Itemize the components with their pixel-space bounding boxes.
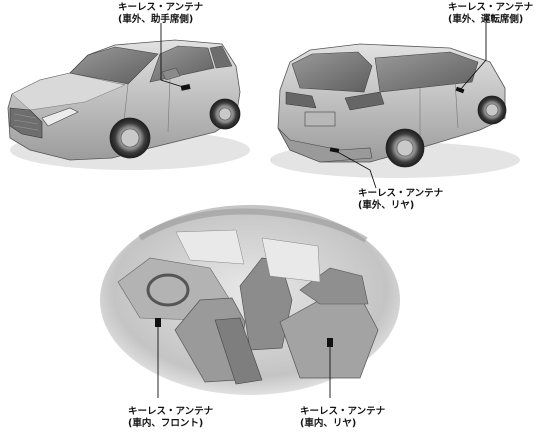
rear-vehicle-illustration [270, 23, 520, 189]
callout-interior-front-antenna: キーレス・アンテナ (車内、フロント) [128, 406, 213, 430]
callout-title: キーレス・アンテナ [448, 2, 534, 13]
callout-title: キーレス・アンテナ [300, 406, 386, 417]
callout-interior-rear-antenna: キーレス・アンテナ (車内、リヤ) [300, 406, 385, 430]
interior-cutaway-illustration [100, 205, 400, 398]
callout-location: (車外、運転席側) [448, 14, 524, 25]
callout-location: (車内、リヤ) [300, 418, 357, 429]
callout-rear-exterior-antenna: キーレス・アンテナ (車外、リヤ) [358, 188, 443, 212]
callout-front-passenger-antenna: キーレス・アンテナ (車外、助手席側) [118, 2, 203, 26]
callout-title: キーレス・アンテナ [128, 406, 214, 417]
callout-location: (車内、フロント) [128, 418, 204, 429]
front-vehicle-illustration [7, 23, 250, 170]
callout-location: (車外、助手席側) [118, 14, 194, 25]
callout-title: キーレス・アンテナ [118, 2, 204, 13]
callout-location: (車外、リヤ) [358, 200, 415, 211]
callout-title: キーレス・アンテナ [358, 188, 444, 199]
callout-driver-side-antenna: キーレス・アンテナ (車外、運転席側) [448, 2, 533, 26]
